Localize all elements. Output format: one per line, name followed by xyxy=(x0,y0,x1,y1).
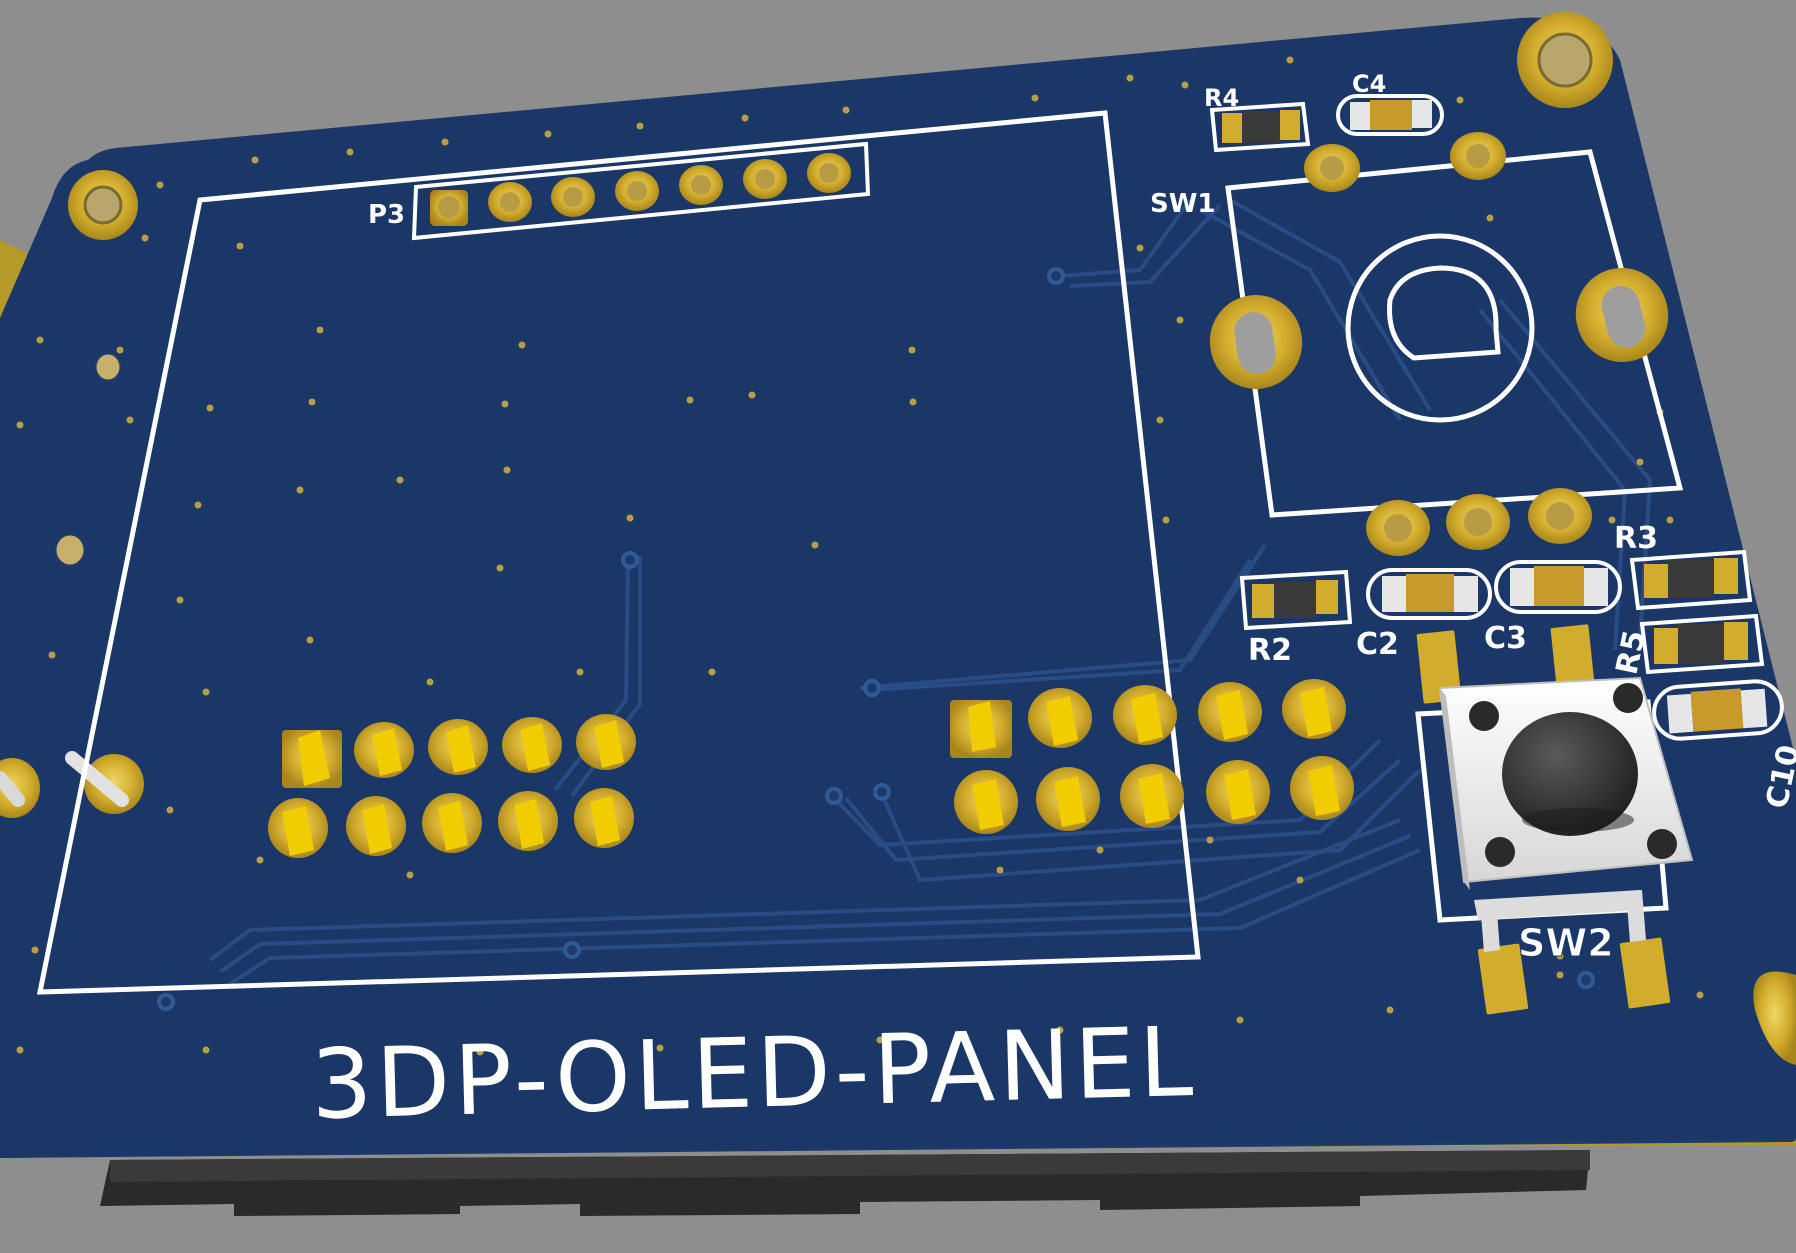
sw1-encoder xyxy=(1209,132,1684,556)
label-p3: P3 xyxy=(368,200,405,230)
oled-pins-right xyxy=(950,679,1354,834)
label-sw1: SW1 xyxy=(1150,189,1216,219)
c4-capacitor xyxy=(1336,94,1444,136)
r3-resistor xyxy=(1629,549,1753,611)
p3-header xyxy=(411,141,871,241)
label-c2: C2 xyxy=(1356,627,1399,662)
c3-capacitor xyxy=(1494,560,1622,614)
oled-module-outline xyxy=(36,110,1201,995)
bottom-connectors xyxy=(100,1150,1590,1216)
label-sw2: SW2 xyxy=(1518,921,1614,965)
label-r2: R2 xyxy=(1248,633,1292,668)
oled-pins-left xyxy=(268,714,636,858)
label-r3: R3 xyxy=(1614,521,1658,556)
left-edge-connector xyxy=(0,751,144,818)
r4-resistor xyxy=(1209,101,1311,153)
r5-resistor xyxy=(1639,613,1765,675)
label-c4: C4 xyxy=(1352,70,1386,98)
label-c3: C3 xyxy=(1484,621,1527,656)
large-vias xyxy=(157,267,1595,1011)
board-title: 3DP-OLED-PANEL xyxy=(310,1006,1198,1141)
label-r4: R4 xyxy=(1204,84,1239,112)
c2-capacitor xyxy=(1366,568,1492,620)
pcb-board xyxy=(0,17,1796,1158)
r2-resistor xyxy=(1239,569,1353,631)
mounting-holes xyxy=(68,12,1796,1065)
sw2-tactile-switch xyxy=(1415,624,1694,1015)
small-holes xyxy=(53,351,123,568)
c10-capacitor xyxy=(1652,679,1784,741)
